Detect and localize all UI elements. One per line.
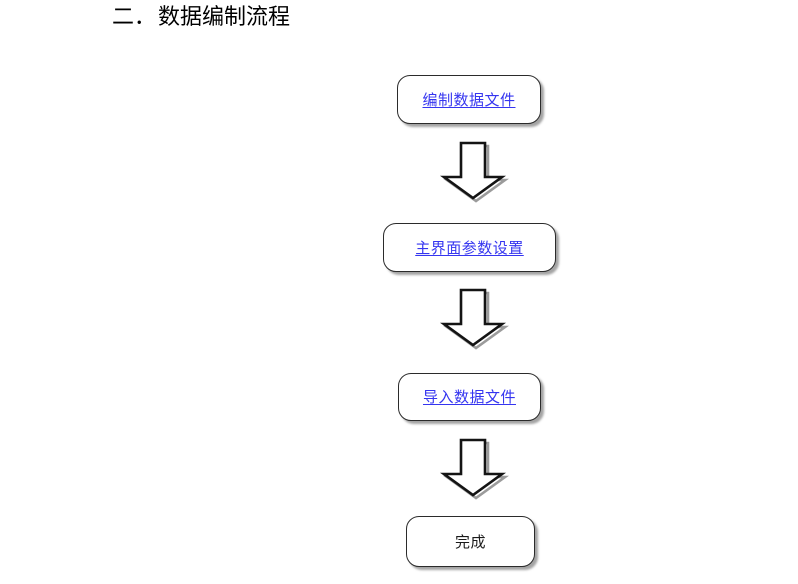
flow-node-main-interface-parameter-settings[interactable]: 主界面参数设置 [383, 223, 556, 272]
flow-node-label: 完成 [454, 532, 486, 551]
flow-node-label: 编制数据文件 [422, 90, 516, 109]
page-title-text: 数据编制流程 [158, 5, 291, 30]
flow-node-complete[interactable]: 完成 [406, 516, 535, 567]
flow-node-label: 主界面参数设置 [415, 238, 524, 257]
flow-node-compile-data-file[interactable]: 编制数据文件 [397, 75, 541, 124]
down-block-arrow-icon [439, 141, 510, 203]
down-block-arrow-icon [439, 288, 510, 350]
page-title: 二．数据编制流程 [112, 2, 290, 34]
down-block-arrow-icon [439, 438, 510, 500]
flow-node-label: 导入数据文件 [422, 388, 516, 406]
page-title-number: 二． [112, 5, 157, 30]
flow-node-import-data-file[interactable]: 导入数据文件 [398, 373, 541, 421]
